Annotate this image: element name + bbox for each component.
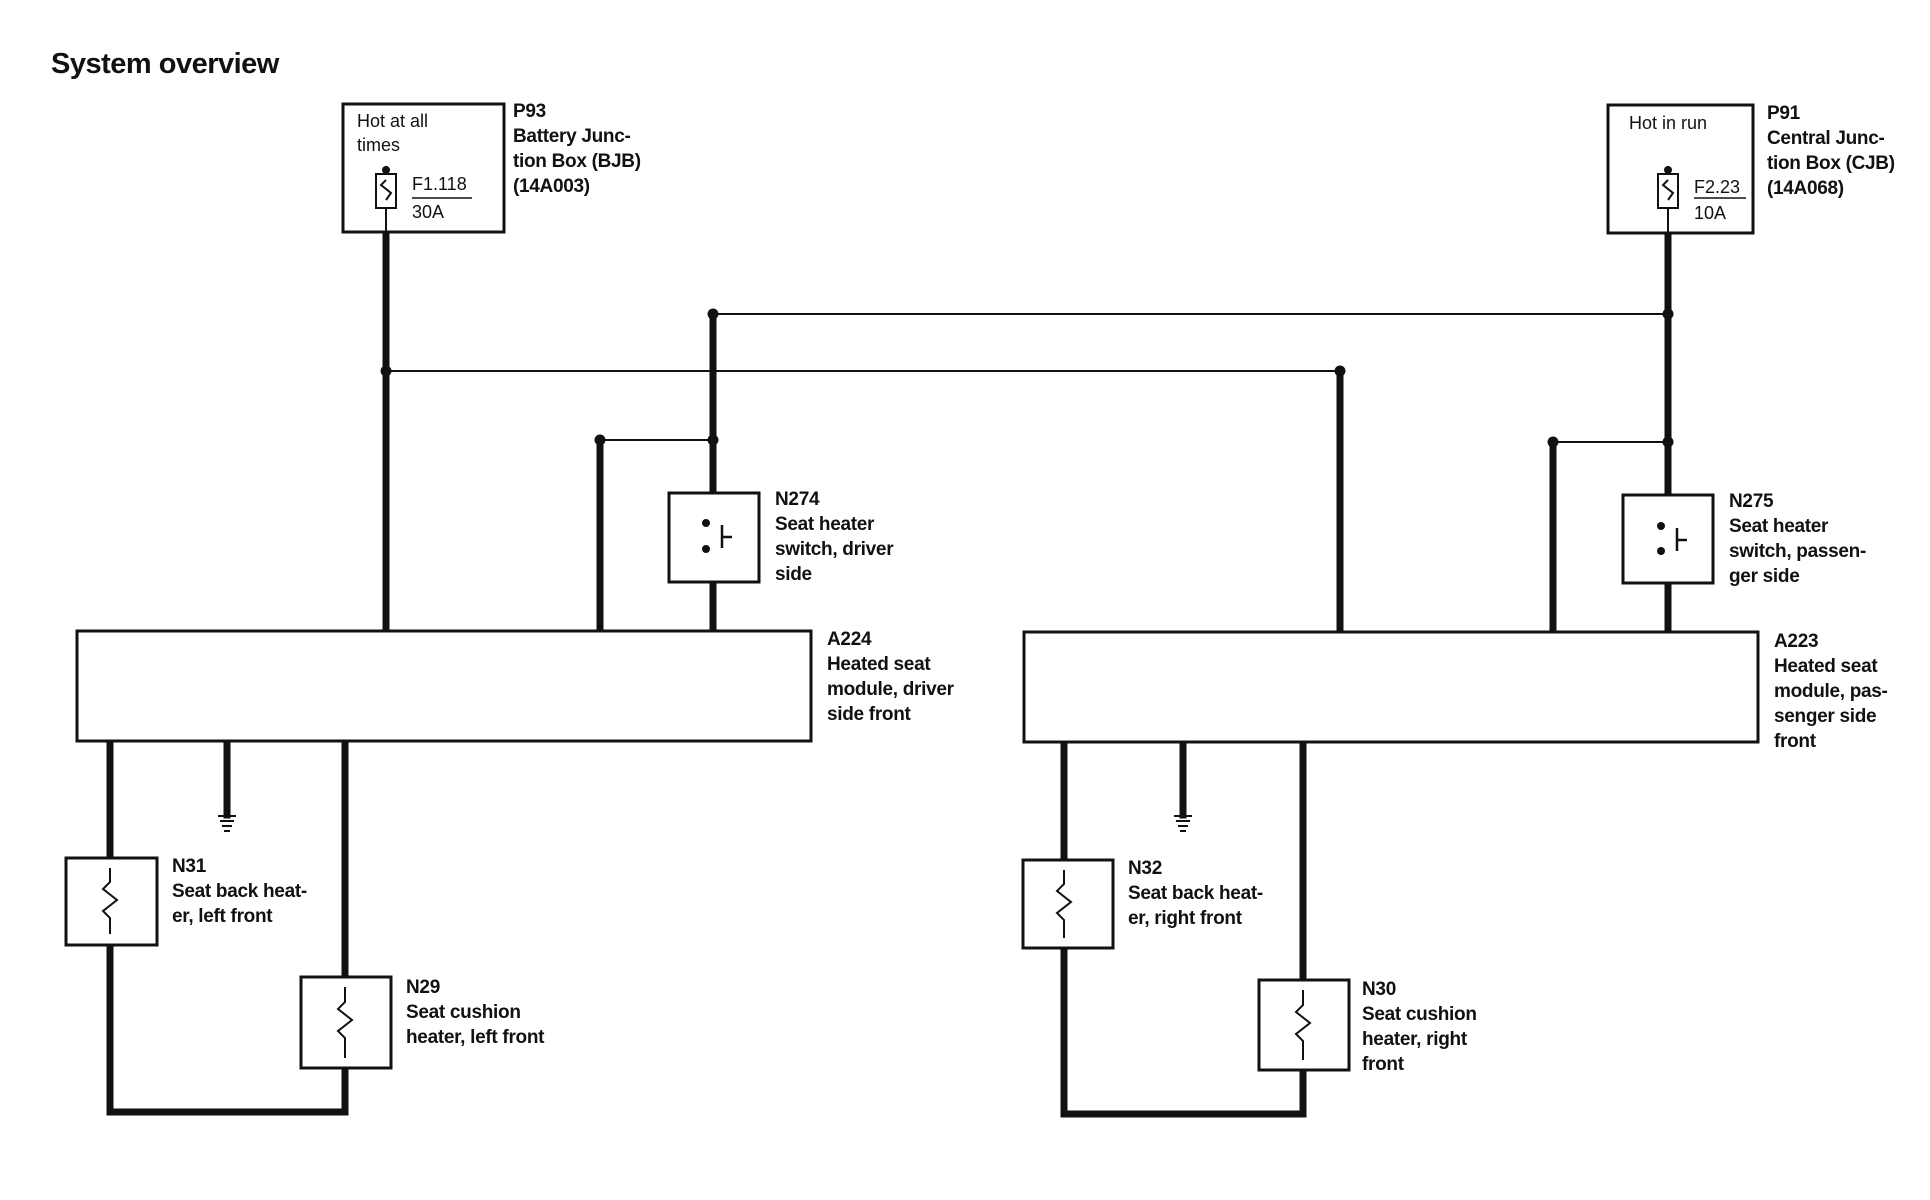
- n274-id: N274: [775, 489, 820, 510]
- n275-desc-line: switch, passen-: [1729, 541, 1866, 562]
- a223-desc-line: front: [1774, 731, 1816, 752]
- n32-desc-line: Seat back heat-: [1128, 883, 1263, 904]
- p91-state-line: Hot in run: [1629, 113, 1708, 133]
- n31-desc-line: Seat back heat-: [172, 881, 307, 902]
- n30-desc-line: heater, right: [1362, 1029, 1467, 1050]
- n32-desc-line: er, right front: [1128, 908, 1242, 929]
- n30-desc-line: front: [1362, 1054, 1404, 1075]
- p91-desc-line: Central Junc-: [1767, 128, 1885, 149]
- n29-label: N29 Seat cushion heater, left front: [406, 975, 544, 1050]
- p93-fuse-rating: 30A: [412, 202, 445, 222]
- p93-box: [341, 102, 506, 234]
- n31-box: [64, 856, 159, 947]
- heater-element-icon: [336, 987, 354, 1058]
- heater-element-icon: [1294, 990, 1312, 1060]
- junction-dot: [1662, 308, 1674, 320]
- junction-dot: [707, 308, 719, 320]
- p93-desc-line: Battery Junc-: [513, 126, 631, 147]
- a224-label: A224 Heated seat module, driver side fro…: [827, 627, 954, 727]
- n275-id: N275: [1729, 491, 1774, 512]
- p93-state-line: times: [357, 135, 401, 155]
- wire-left-return: [106, 941, 349, 1116]
- p93-desc-line: (14A003): [513, 176, 590, 197]
- n275-desc-line: Seat heater: [1729, 516, 1829, 537]
- n32-label: N32 Seat back heat- er, right front: [1128, 856, 1263, 931]
- junction-dots: [380, 308, 1674, 448]
- junction-dot: [707, 434, 719, 446]
- wire-right-return: [1060, 944, 1307, 1118]
- p91-desc-line: (14A068): [1767, 178, 1844, 199]
- p91-id: P91: [1767, 103, 1800, 124]
- switch-symbols: [702, 519, 1687, 555]
- n31-id: N31: [172, 856, 206, 877]
- ground-symbols: [218, 815, 1192, 832]
- heater-symbols: [101, 868, 1312, 1060]
- heavy-wires: [106, 224, 1672, 1118]
- a223-box: [1022, 630, 1760, 744]
- p93-id: P93: [513, 101, 546, 122]
- ground-icon: [1174, 815, 1192, 832]
- a223-label: A223 Heated seat module, pas- senger sid…: [1774, 629, 1888, 754]
- n31-desc-line: er, left front: [172, 906, 273, 927]
- junction-dot: [1334, 365, 1346, 377]
- a224-desc-line: side front: [827, 704, 911, 725]
- n274-desc-line: side: [775, 564, 812, 585]
- a224-box: [75, 629, 813, 743]
- n274-desc-line: Seat heater: [775, 514, 875, 535]
- n31-label: N31 Seat back heat- er, left front: [172, 854, 307, 929]
- n30-desc-line: Seat cushion: [1362, 1004, 1477, 1025]
- n275-label: N275 Seat heater switch, passen- ger sid…: [1729, 489, 1866, 589]
- a223-desc-line: module, pas-: [1774, 681, 1888, 702]
- n32-id: N32: [1128, 858, 1162, 879]
- n29-id: N29: [406, 977, 440, 998]
- p91-fuse-id: F2.23: [1694, 177, 1741, 197]
- n275-desc-line: ger side: [1729, 566, 1800, 587]
- p93-label: P93 Battery Junc- tion Box (BJB) (14A003…: [513, 99, 641, 199]
- page-title: System overview: [51, 48, 279, 80]
- p93-desc-line: tion Box (BJB): [513, 151, 641, 172]
- fuse-icon: [375, 166, 397, 232]
- n30-label: N30 Seat cushion heater, right front: [1362, 977, 1477, 1077]
- n30-id: N30: [1362, 979, 1396, 1000]
- a223-desc-line: senger side: [1774, 706, 1877, 727]
- switch-icon: [702, 519, 732, 553]
- fuse-symbols: [375, 166, 1679, 232]
- p93-state-label: Hot at all times: [357, 109, 428, 157]
- n29-desc-line: Seat cushion: [406, 1002, 521, 1023]
- p93-fuse-id: F1.118: [412, 174, 467, 194]
- n274-box: [667, 491, 761, 584]
- a224-desc-line: Heated seat: [827, 654, 931, 675]
- a224-desc-line: module, driver: [827, 679, 954, 700]
- junction-dot: [380, 365, 392, 377]
- a223-desc-line: Heated seat: [1774, 656, 1878, 677]
- n275-box: [1621, 493, 1715, 585]
- n29-desc-line: heater, left front: [406, 1027, 545, 1048]
- p91-fuse-rating: 10A: [1694, 203, 1727, 223]
- n274-desc-line: switch, driver: [775, 539, 894, 560]
- a224-id: A224: [827, 629, 872, 650]
- junction-dot: [1662, 436, 1674, 448]
- component-boxes: [64, 102, 1760, 1072]
- switch-icon: [1657, 522, 1687, 555]
- thin-wires: [386, 313, 1668, 443]
- junction-dot: [1547, 436, 1559, 448]
- p91-desc-line: tion Box (CJB): [1767, 153, 1895, 174]
- n274-label: N274 Seat heater switch, driver side: [775, 487, 894, 587]
- ground-icon: [218, 815, 236, 832]
- heater-element-icon: [1055, 870, 1073, 938]
- p91-state-label: Hot in run: [1629, 111, 1707, 135]
- heater-element-icon: [101, 868, 119, 934]
- junction-dot: [594, 434, 606, 446]
- a223-id: A223: [1774, 631, 1819, 652]
- p93-state-line: Hot at all: [357, 111, 429, 131]
- fuse-icon: [1657, 166, 1679, 232]
- p91-box: [1606, 103, 1755, 235]
- p91-label: P91 Central Junc- tion Box (CJB) (14A068…: [1767, 101, 1895, 201]
